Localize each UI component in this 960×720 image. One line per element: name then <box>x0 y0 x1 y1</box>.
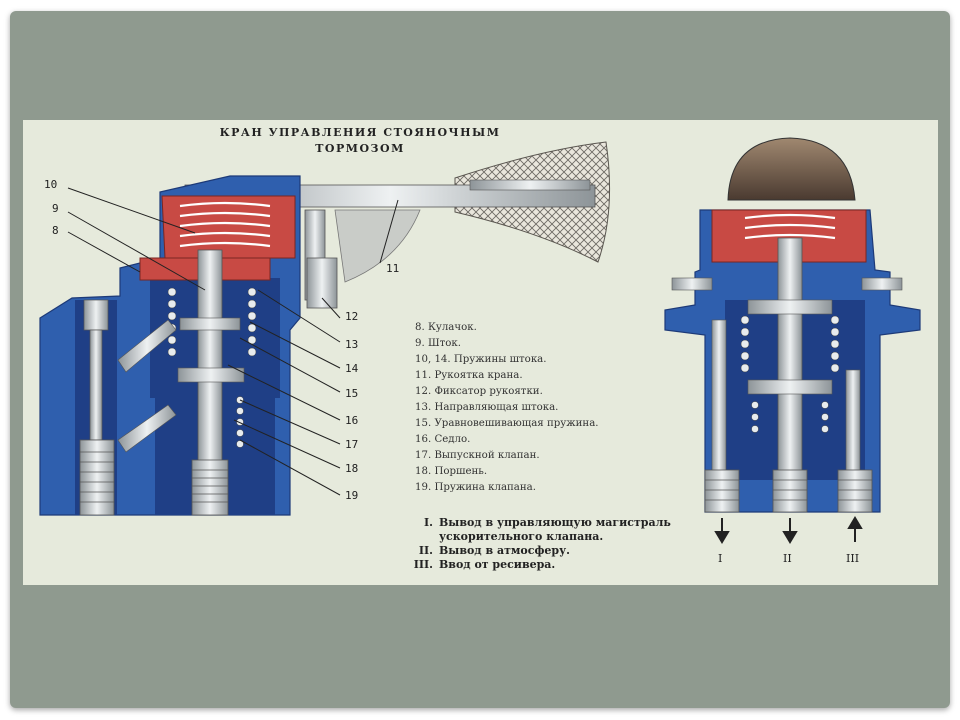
legend-item: 9. Шток. <box>415 338 461 349</box>
left-valve-section <box>39 141 611 516</box>
callout-18: 18 <box>345 462 358 475</box>
title-line-2: ТОРМОЗОМ <box>315 142 405 155</box>
legend-item: 12. Фиксатор рукоятки. <box>415 386 543 397</box>
callout-15: 15 <box>345 387 358 400</box>
red-cap-left <box>161 195 296 259</box>
outlet-number: II. <box>418 544 433 557</box>
callout-leaders <box>67 187 399 496</box>
legend-item: 11. Рукоятка крана. <box>415 370 523 381</box>
legend-item: 18. Поршень. <box>415 466 488 477</box>
outlet-text: Ввод от ресивера. <box>439 558 556 571</box>
callout-19: 19 <box>345 489 358 502</box>
legend-item: 13. Направляющая штока. <box>415 402 559 413</box>
outlet-text: Вывод в атмосферу. <box>439 544 570 557</box>
port-label-1: I <box>718 552 722 565</box>
outlet-text: ускорительного клапана. <box>439 530 604 543</box>
legend-item: 10, 14. Пружины штока. <box>415 354 547 365</box>
callout-17: 17 <box>345 438 358 451</box>
callout-9: 9 <box>52 202 59 215</box>
port-label-2: II <box>783 552 792 565</box>
outlet-row-1-cont: ускорительного клапана. <box>405 530 671 544</box>
callout-13: 13 <box>345 338 358 351</box>
outlet-text: Вывод в управляющую магистраль <box>439 516 671 529</box>
legend-item: 8. Кулачок. <box>415 322 477 333</box>
diagram-title: КРАН УПРАВЛЕНИЯ СТОЯНОЧНЫМ ТОРМОЗОМ <box>190 125 530 157</box>
legend-item: 15. Уравновешивающая пружина. <box>415 418 599 429</box>
callout-16: 16 <box>345 414 358 427</box>
stem-right <box>777 237 803 479</box>
parts-legend: 8. Кулачок. 9. Шток. 10, 14. Пружины што… <box>415 320 599 496</box>
callout-labels: 10 9 8 11 12 13 14 15 16 17 18 19 <box>44 178 399 502</box>
legend-item: 16. Седло. <box>415 434 471 445</box>
outlet-row-1: I. Вывод в управляющую магистраль <box>405 516 671 530</box>
dome-cap <box>727 137 856 201</box>
callout-11: 11 <box>386 262 399 275</box>
title-line-1: КРАН УПРАВЛЕНИЯ СТОЯНОЧНЫМ <box>219 126 501 139</box>
legend-item: 19. Пружина клапана. <box>415 482 536 493</box>
outlet-number: I. <box>424 516 433 529</box>
threaded-outlets <box>704 469 873 513</box>
outlet-legend: I. Вывод в управляющую магистраль ускорит… <box>405 516 671 572</box>
outlet-row-3: III. Ввод от ресивера. <box>405 558 671 572</box>
callout-12: 12 <box>345 310 358 323</box>
right-valve-section: I II III <box>664 137 921 565</box>
port-label-3: III <box>846 552 859 565</box>
callout-8: 8 <box>52 224 59 237</box>
flow-arrows <box>714 516 863 544</box>
callout-10: 10 <box>44 178 57 191</box>
outlet-row-2: II. Вывод в атмосферу. <box>405 544 671 558</box>
legend-item: 17. Выпускной клапан. <box>415 450 540 461</box>
outlet-number: III. <box>413 558 433 571</box>
callout-14: 14 <box>345 362 359 375</box>
